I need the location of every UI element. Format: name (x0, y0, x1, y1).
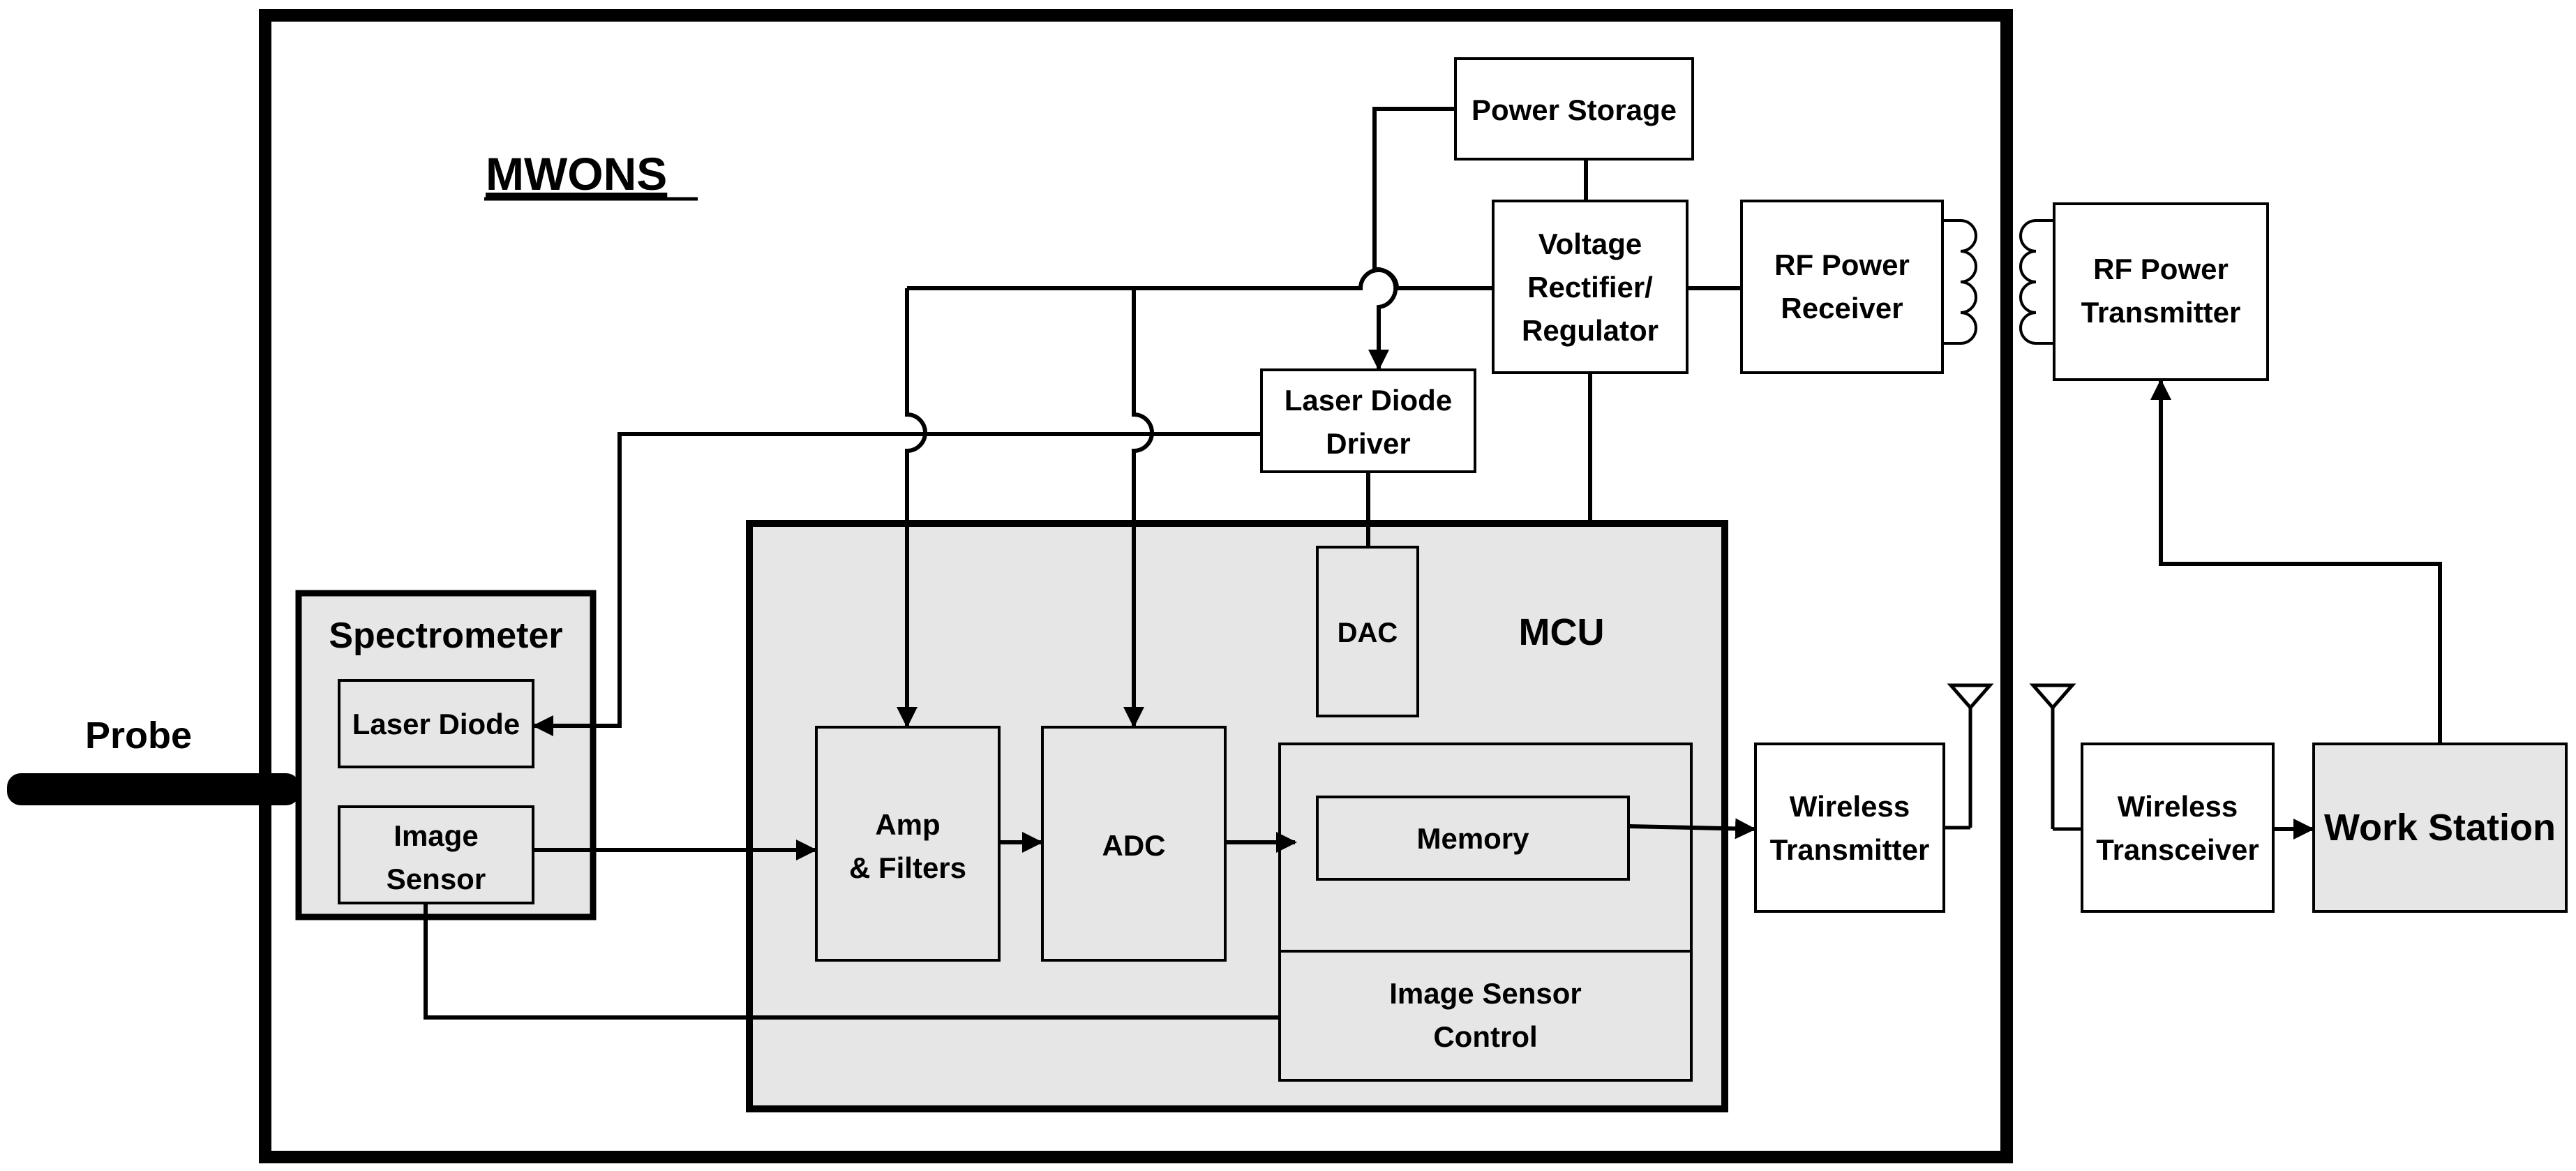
workstation-to-rf-transmitter-line (2150, 379, 2442, 744)
image-sensor-control-label-line2: Control (1433, 1020, 1537, 1053)
amp-filters-block (815, 726, 1001, 962)
rf-power-transmitter-label-line2: Transmitter (2081, 296, 2241, 329)
laser-diode-driver-label-line1: Laser Diode (1285, 384, 1452, 417)
amp-filters-label-line2: & Filters (849, 851, 966, 884)
power-bus-line (907, 268, 1493, 290)
work-station-block (2312, 743, 2568, 913)
work-station-label: Work Station (2324, 807, 2556, 849)
wireless-transceiver-label-line1: Wireless (2118, 790, 2238, 823)
transceiver-antenna-icon (2029, 683, 2082, 831)
driver-to-laser-diode-line (532, 432, 1261, 736)
voltage-regulator-label-line1: Voltage (1538, 228, 1642, 260)
storage-to-driver-line (1368, 107, 1455, 371)
image-sensor-label-line1: Image (394, 819, 478, 852)
image-sensor-control-block (1278, 950, 1693, 1082)
dac-label: DAC (1338, 618, 1398, 648)
probe-label: Probe (85, 715, 192, 756)
laser-diode-driver-label-line2: Driver (1326, 427, 1410, 460)
voltage-regulator-label-line3: Regulator (1522, 314, 1658, 347)
transmitter-coil (2019, 219, 2054, 345)
image-sensor-control-line (424, 903, 1280, 1020)
image-sensor-control-label-line1: Image Sensor (1389, 977, 1581, 1010)
power-storage-label: Power Storage (1472, 94, 1677, 126)
power-storage-block (1454, 57, 1694, 161)
rf-power-receiver-label-line2: Receiver (1781, 292, 1903, 325)
transmitter-antenna-icon (1944, 683, 1994, 830)
voltage-regulator-label-line2: Rectifier/ (1527, 271, 1653, 304)
rf-power-receiver-label-line1: RF Power (1774, 248, 1910, 281)
adc-block (1041, 726, 1227, 962)
probe-shaft (7, 773, 300, 805)
spectrometer-label: Spectrometer (329, 616, 562, 656)
memory-block (1316, 796, 1630, 881)
memory-to-wireless-transmitter-line (1628, 818, 1756, 840)
diagram-title: MWONS (486, 148, 667, 200)
amp-filters-label-line1: Amp (875, 808, 940, 841)
wireless-transmitter-block (1754, 743, 1945, 913)
mwons-enclosure (259, 9, 2013, 1163)
rf-power-transmitter-block (2053, 202, 2269, 381)
rf-power-receiver-block (1740, 200, 1944, 374)
receiver-coil (1942, 219, 1977, 345)
dac-block (1316, 546, 1419, 717)
image-sensor-label-line2: Sensor (387, 863, 486, 895)
wiring (424, 107, 2442, 1020)
laser-diode-label: Laser Diode (352, 708, 520, 740)
wireless-transmitter-label-line2: Transmitter (1770, 833, 1930, 866)
rf-power-transmitter-label-line1: RF Power (2093, 253, 2229, 285)
memory-label: Memory (1416, 822, 1529, 855)
wireless-transmitter-label-line1: Wireless (1790, 790, 1910, 823)
image-sensor-block (338, 805, 534, 904)
wireless-transceiver-label-line2: Transceiver (2096, 833, 2259, 866)
wireless-transceiver-block (2081, 743, 2275, 913)
adc-label: ADC (1102, 829, 1166, 862)
mcu-label: MCU (1519, 611, 1605, 653)
